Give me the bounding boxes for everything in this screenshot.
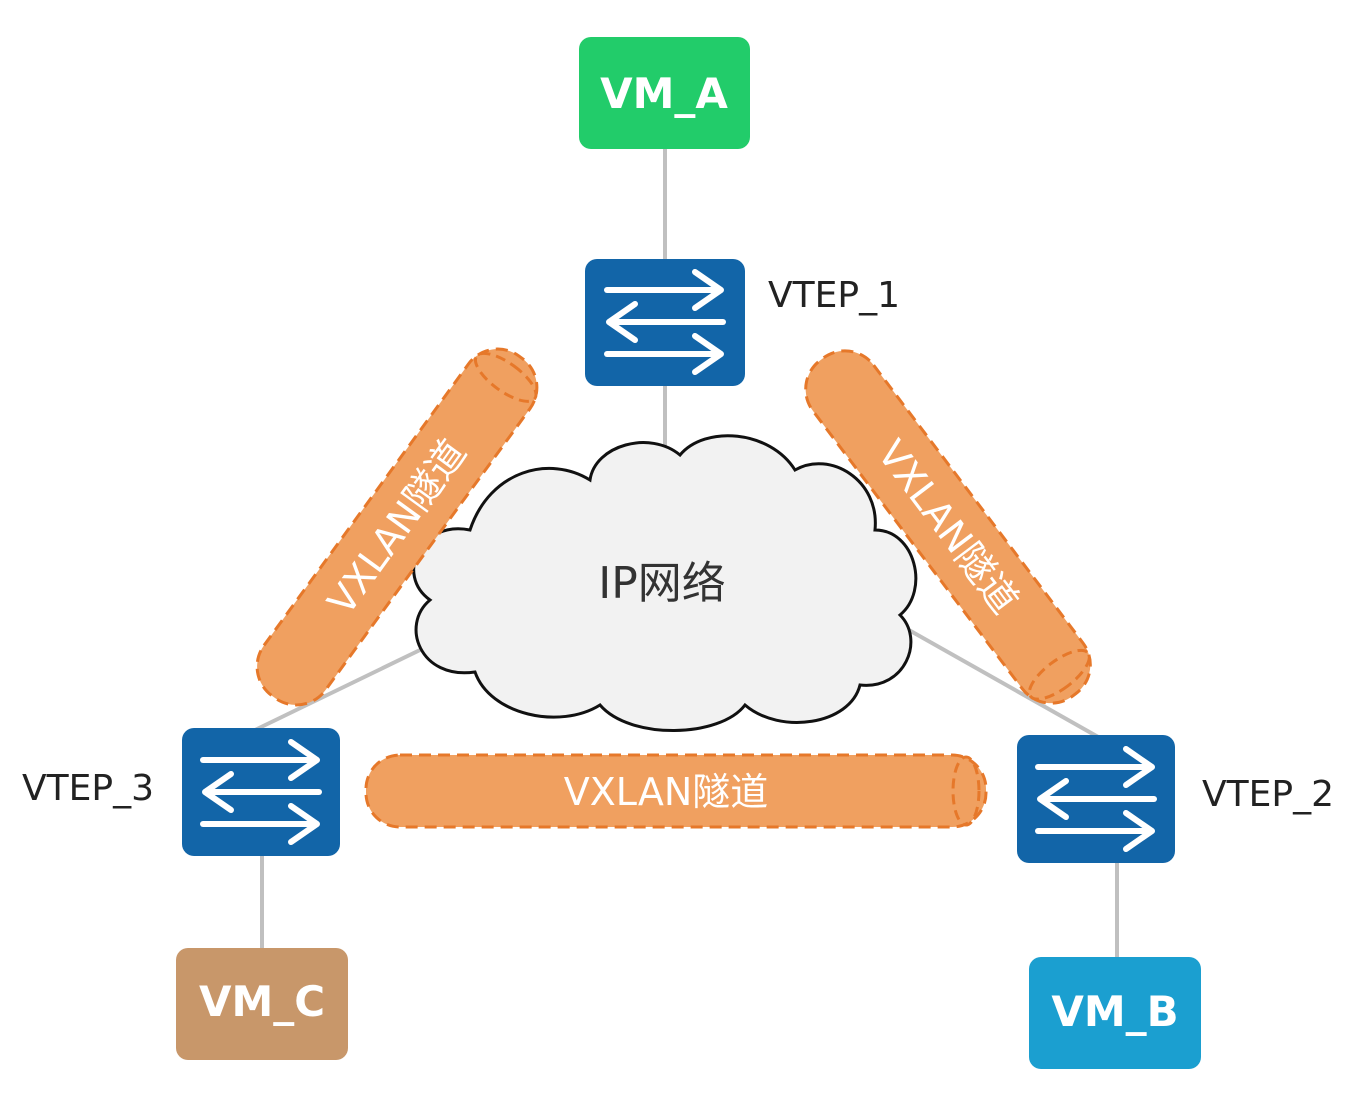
vm-a-box: [579, 37, 750, 149]
cloud-label: IP网络: [598, 558, 726, 609]
vm-c-box: [176, 948, 348, 1060]
tunnel-bottom: VXLAN隧道: [364, 753, 988, 829]
tunnel-bottom-body: [364, 753, 988, 829]
link-cloud-vtep2: [899, 623, 1101, 740]
vtep-3-label: VTEP_3: [22, 768, 154, 809]
vtep-3: VTEP_3: [22, 728, 340, 856]
tunnel-right-end: [1027, 648, 1091, 701]
switch-arrows-icon: [607, 272, 723, 372]
cloud-shape: [412, 434, 918, 732]
tunnel-left-end: [473, 351, 538, 403]
ip-network-cloud: IP网络: [412, 434, 918, 732]
tunnel-left: VXLAN隧道: [255, 347, 539, 707]
tunnel-right-body: [804, 349, 1092, 705]
vm-a-label: VM_A: [600, 69, 728, 118]
vtep-2-label: VTEP_2: [1202, 774, 1334, 815]
vm-c: VM_C: [176, 948, 348, 1060]
link-cloud-vtep3: [254, 648, 421, 732]
vtep-1: VTEP_1: [585, 259, 900, 386]
vm-b-box: [1029, 957, 1201, 1069]
vm-a: VM_A: [579, 37, 750, 149]
vtep-1-label: VTEP_1: [768, 275, 900, 316]
tunnel-bottom-end: [951, 755, 981, 827]
switch-arrows-icon: [203, 742, 319, 842]
vm-c-label: VM_C: [199, 977, 325, 1026]
vtep-2: VTEP_2: [1017, 735, 1334, 863]
switch-arrows-icon: [1038, 749, 1154, 849]
vm-b-label: VM_B: [1051, 987, 1178, 1036]
tunnel-left-body: [255, 347, 539, 707]
links: [254, 148, 1119, 958]
tunnel-bottom-label: VXLAN隧道: [564, 770, 769, 814]
vm-b: VM_B: [1029, 957, 1201, 1069]
